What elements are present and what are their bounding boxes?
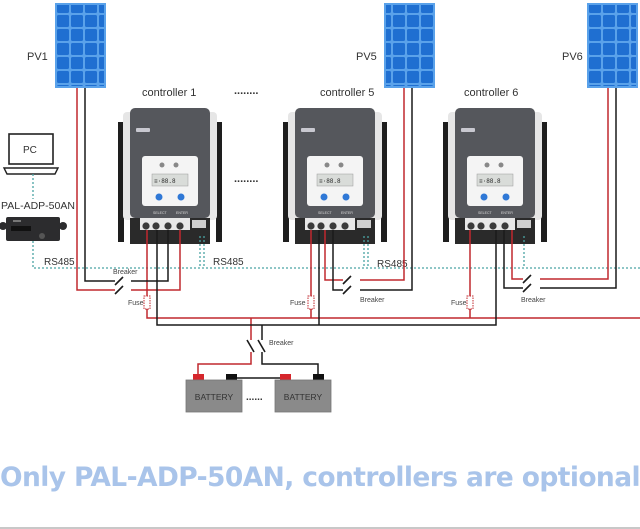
rs485-bus [32, 236, 640, 269]
battery-1 [185, 374, 243, 413]
pv-label-1: PV1 [27, 51, 48, 63]
indicator-led [498, 162, 504, 168]
rs485-label-1: RS485 [44, 257, 75, 268]
terminal-screw [341, 222, 349, 230]
indicator-led [173, 162, 179, 168]
pc-laptop-icon [2, 133, 60, 175]
fuse-1 [143, 295, 151, 310]
battery-2 [274, 374, 332, 413]
terminal-screw [142, 222, 150, 230]
indicator-led [338, 162, 344, 168]
right-mount-rail [381, 122, 387, 242]
brand-logo [136, 128, 150, 132]
lcd-readout: ≡·88.8 [479, 178, 501, 185]
left-mount-rail [283, 122, 289, 242]
enter-button [177, 193, 185, 201]
ellipsis-middle: ........ [234, 173, 258, 185]
select-button [320, 193, 328, 201]
enter-button [502, 193, 510, 201]
positive-wires [76, 88, 640, 380]
breaker-1 [114, 276, 124, 295]
brand-logo [301, 128, 315, 132]
lcd-screen [151, 173, 189, 187]
left-mount-rail [118, 122, 124, 242]
lcd-screen [476, 173, 514, 187]
terminal-screw [307, 222, 315, 230]
fuse-6 [466, 295, 474, 310]
fuse-label-5: Fuse [290, 300, 306, 307]
terminal-screw [489, 222, 497, 230]
lcd-readout: ≡·88.8 [154, 178, 176, 185]
caption: Only PAL-ADP-50AN, controllers are optio… [0, 462, 640, 493]
right-mount-rail [216, 122, 222, 242]
terminal-screw [317, 222, 325, 230]
select-button-label: SELECT [478, 211, 492, 215]
enter-button [342, 193, 350, 201]
breaker-label-1: Breaker [113, 269, 138, 276]
label-sticker [517, 220, 531, 228]
terminal-screw [329, 222, 337, 230]
select-button [480, 193, 488, 201]
ellipsis-top: ........ [234, 85, 258, 97]
right-mount-rail [541, 122, 547, 242]
pv-panel-6 [587, 3, 638, 88]
controller-label-5: controller 5 [320, 87, 374, 99]
bottom-divider [0, 527, 640, 529]
pv-panel-1 [55, 3, 106, 88]
label-sticker [192, 220, 206, 228]
pv-label-5: PV5 [356, 51, 377, 63]
adapter-label: PAL-ADP-50AN [1, 200, 75, 212]
indicator-led [324, 162, 330, 168]
terminal-screw [477, 222, 485, 230]
negative-wires [84, 88, 617, 380]
enter-button-label: ENTER [501, 211, 513, 215]
breaker-6 [522, 274, 532, 293]
indicator-led [159, 162, 165, 168]
battery-label-1: BATTERY [195, 392, 234, 402]
pv-panel-5 [384, 3, 435, 88]
indicator-led [484, 162, 490, 168]
breaker-5 [342, 275, 352, 295]
breaker-label-5: Breaker [360, 297, 385, 304]
label-sticker [357, 220, 371, 228]
fuse-5 [307, 295, 315, 310]
lcd-screen [316, 173, 354, 187]
terminal-screw [501, 222, 509, 230]
controller-label-6: controller 6 [464, 87, 518, 99]
breaker-label-battery: Breaker [269, 340, 294, 347]
terminal-screw [164, 222, 172, 230]
left-mount-rail [443, 122, 449, 242]
lcd-readout: ≡·88.8 [319, 178, 341, 185]
pv-label-6: PV6 [562, 51, 583, 63]
enter-button-label: ENTER [341, 211, 353, 215]
battery-label-2: BATTERY [284, 392, 323, 402]
pc-label: PC [23, 145, 37, 156]
select-button-label: SELECT [318, 211, 332, 215]
enter-button-label: ENTER [176, 211, 188, 215]
fuse-label-1: Fuse [128, 300, 144, 307]
terminal-screw [176, 222, 184, 230]
rs485-label-3: RS485 [377, 259, 408, 270]
controller-label-1: controller 1 [142, 87, 196, 99]
select-button [155, 193, 163, 201]
breaker-label-6: Breaker [521, 297, 546, 304]
rs485-label-2: RS485 [213, 257, 244, 268]
pal-adp-50an-adapter [0, 217, 67, 241]
terminal-screw [152, 222, 160, 230]
battery-ellipsis: ...... [246, 392, 263, 403]
brand-logo [461, 128, 475, 132]
fuse-label-6: Fuse [451, 300, 467, 307]
terminal-screw [467, 222, 475, 230]
breaker-battery [246, 339, 266, 353]
select-button-label: SELECT [153, 211, 167, 215]
